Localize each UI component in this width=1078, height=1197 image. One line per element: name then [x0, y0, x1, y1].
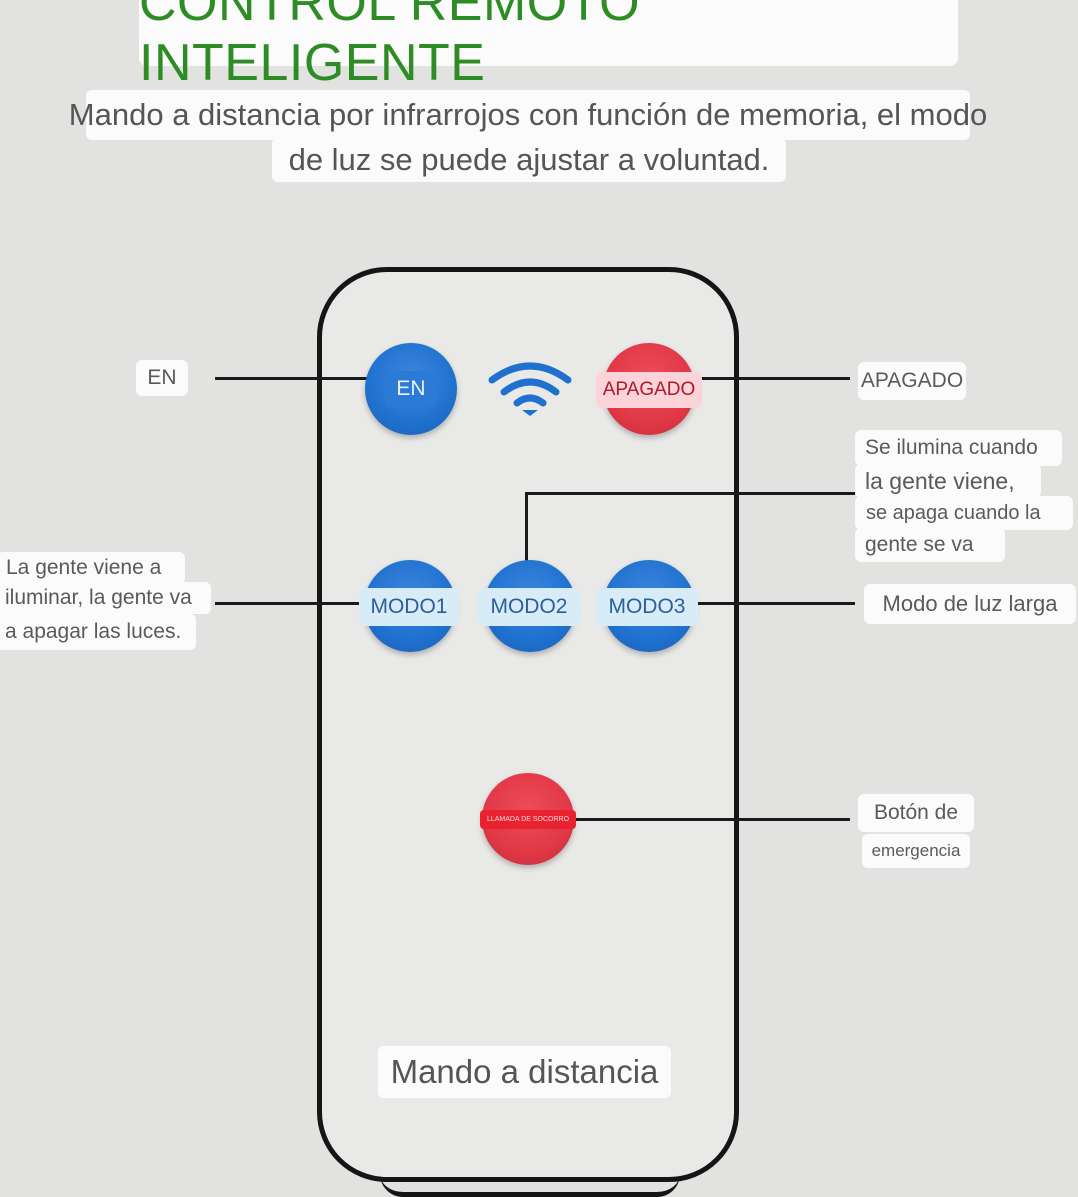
sos-button-label: LLAMADA DE SOCORRO	[480, 810, 576, 829]
callout-line-mode2-vertical	[525, 492, 528, 564]
callout-sos-line2: emergencia	[862, 834, 970, 868]
callout-line-off	[690, 377, 850, 380]
off-button-label: APAGADO	[596, 372, 702, 408]
wifi-signal-icon	[488, 362, 572, 416]
remote-caption: Mando a distancia	[378, 1046, 671, 1098]
callout-line-mode3	[695, 602, 855, 605]
callout-line-mode1	[215, 602, 365, 605]
callout-mode1-line2: iluminar, la gente va	[0, 582, 211, 614]
callout-off: APAGADO	[858, 362, 966, 400]
subtitle-line-2: de luz se puede ajustar a voluntad.	[272, 138, 786, 182]
callout-on: EN	[136, 360, 188, 396]
callout-mode2-line2: la gente viene,	[855, 464, 1041, 498]
callout-sos-line1: Botón de	[858, 794, 974, 832]
callout-mode3: Modo de luz larga	[864, 584, 1076, 624]
remote-control-base	[380, 1174, 680, 1197]
callout-mode1-line3: a apagar las luces.	[0, 614, 196, 650]
mode1-button-label: MODO1	[359, 588, 459, 626]
mode3-button-label: MODO3	[596, 588, 698, 626]
page-title: CONTROL REMOTO INTELIGENTE	[139, 0, 958, 92]
callout-mode2-line3: se apaga cuando la	[855, 496, 1073, 530]
callout-line-mode2-horizontal	[525, 492, 855, 495]
callout-mode2-line1: Se ilumina cuando	[855, 430, 1062, 466]
mode2-button-label: MODO2	[478, 588, 580, 626]
subtitle-line-1: Mando a distancia por infrarrojos con fu…	[69, 90, 987, 140]
callout-mode1-line1: La gente viene a	[0, 552, 185, 584]
callout-mode2-line4: gente se va	[855, 528, 1005, 562]
callout-line-sos	[570, 818, 850, 821]
on-button-label: EN	[385, 371, 437, 407]
callout-line-on	[215, 377, 375, 380]
